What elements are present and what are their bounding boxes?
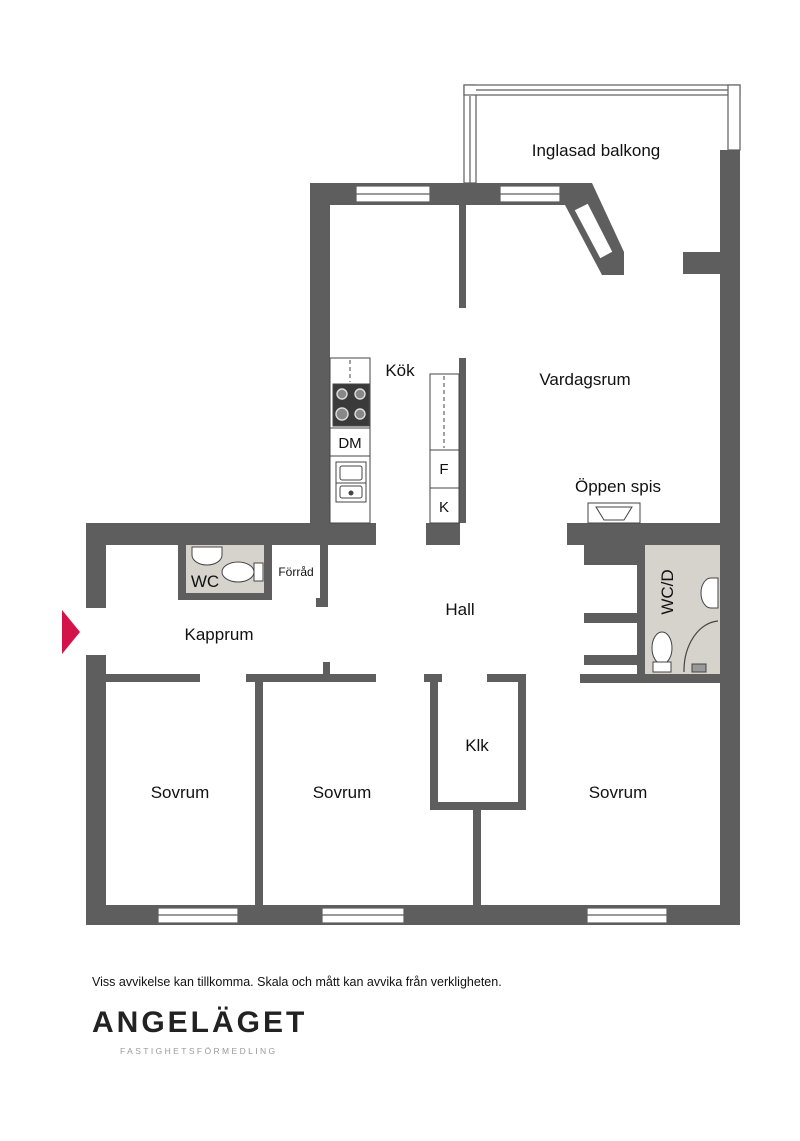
cloakroom-label: Kapprum — [185, 625, 254, 644]
wcd-fixtures — [651, 577, 719, 673]
fridge-label: F — [439, 461, 448, 478]
walls — [86, 150, 740, 925]
wcd-label: WC/D — [658, 569, 677, 614]
balcony-label: Inglasad balkong — [532, 141, 661, 160]
disclaimer-text: Viss avvikelse kan tillkomma. Skala och … — [92, 975, 502, 989]
brand-tagline: FASTIGHETSFÖRMEDLING — [120, 1046, 278, 1056]
bedroom-3-label: Sovrum — [589, 783, 648, 802]
dishwasher-label: DM — [338, 435, 361, 452]
living-room-label: Vardagsrum — [539, 370, 630, 389]
bedroom-2-label: Sovrum — [313, 783, 372, 802]
kitchen-island — [429, 373, 460, 524]
sink-icon — [339, 465, 363, 499]
fireplace-icon — [587, 502, 641, 524]
wc-fixtures — [191, 546, 264, 583]
entrance-arrow-icon — [62, 610, 80, 654]
bedroom-1-label: Sovrum — [151, 783, 210, 802]
fireplace-label: Öppen spis — [575, 477, 661, 496]
hall-label: Hall — [445, 600, 474, 619]
brand-logo: ANGELÄGET — [92, 1006, 308, 1039]
floor-plan: Inglasad balkong Kök Vardagsrum Öppen sp… — [62, 84, 741, 925]
storage-label: Förråd — [278, 565, 313, 579]
kitchen-label: Kök — [385, 361, 415, 380]
freezer-label: K — [439, 499, 449, 516]
closet-label: Klk — [465, 736, 489, 755]
wc-label: WC — [191, 572, 219, 591]
windows — [157, 185, 668, 924]
balcony-glazing — [463, 84, 741, 184]
stove-icon — [335, 388, 366, 421]
